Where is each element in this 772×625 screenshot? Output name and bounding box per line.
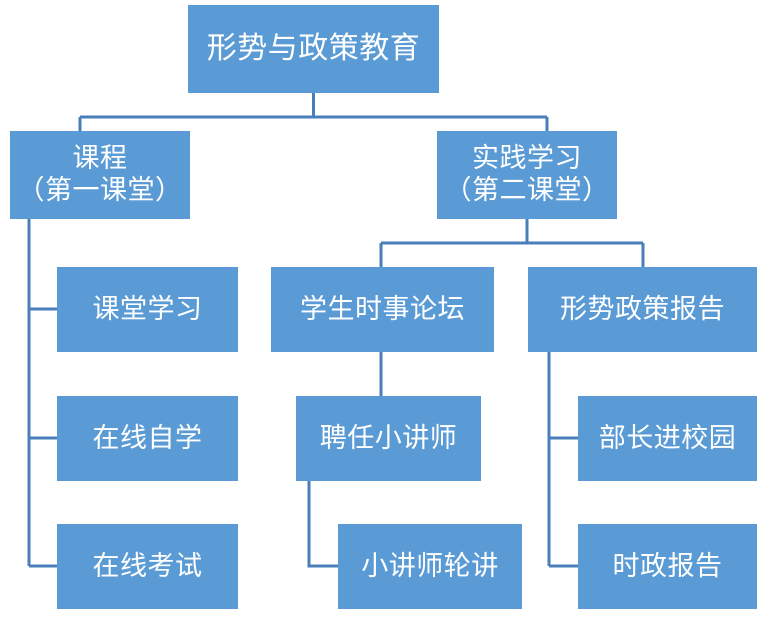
node-minister-campus[interactable]: 部长进校园 xyxy=(578,396,757,481)
node-online-exam[interactable]: 在线考试 xyxy=(57,524,238,609)
node-student-forum-label: 学生时事论坛 xyxy=(300,293,465,325)
node-lecturer-rotation-label: 小讲师轮讲 xyxy=(361,550,499,582)
node-appoint-lecturer-label: 聘任小讲师 xyxy=(319,422,458,454)
node-practice-label-line-2: （第二课堂） xyxy=(444,175,610,206)
node-online-study[interactable]: 在线自学 xyxy=(57,396,238,481)
node-root-label-line-1: 形势与政策教育 xyxy=(206,31,421,67)
node-situation-report-label: 形势政策报告 xyxy=(560,293,725,325)
node-current-affairs-label: 时政报告 xyxy=(612,550,723,582)
edge-appoint-lecturer-to-lecturer-rotation xyxy=(307,481,338,568)
node-appoint-lecturer[interactable]: 聘任小讲师 xyxy=(296,396,481,481)
node-course-label-line-1: 课程 xyxy=(72,143,128,175)
node-course-label-line-2: （第一课堂） xyxy=(17,175,183,206)
node-online-study-label: 在线自学 xyxy=(92,422,203,454)
node-online-exam-label: 在线考试 xyxy=(92,550,203,582)
node-student-forum[interactable]: 学生时事论坛 xyxy=(271,267,494,352)
node-classroom-study-label: 课堂学习 xyxy=(92,293,203,325)
node-lecturer-rotation[interactable]: 小讲师轮讲 xyxy=(338,524,522,609)
node-course[interactable]: 课程 （第一课堂） xyxy=(10,131,190,219)
node-minister-campus-label: 部长进校园 xyxy=(598,422,737,454)
node-practice[interactable]: 实践学习 （第二课堂） xyxy=(437,131,617,219)
node-current-affairs[interactable]: 时政报告 xyxy=(578,524,757,609)
node-practice-label-line-1: 实践学习 xyxy=(472,143,582,175)
node-classroom-study[interactable]: 课堂学习 xyxy=(57,267,238,352)
node-situation-report[interactable]: 形势政策报告 xyxy=(528,267,757,352)
node-root[interactable]: 形势与政策教育 xyxy=(188,5,439,93)
